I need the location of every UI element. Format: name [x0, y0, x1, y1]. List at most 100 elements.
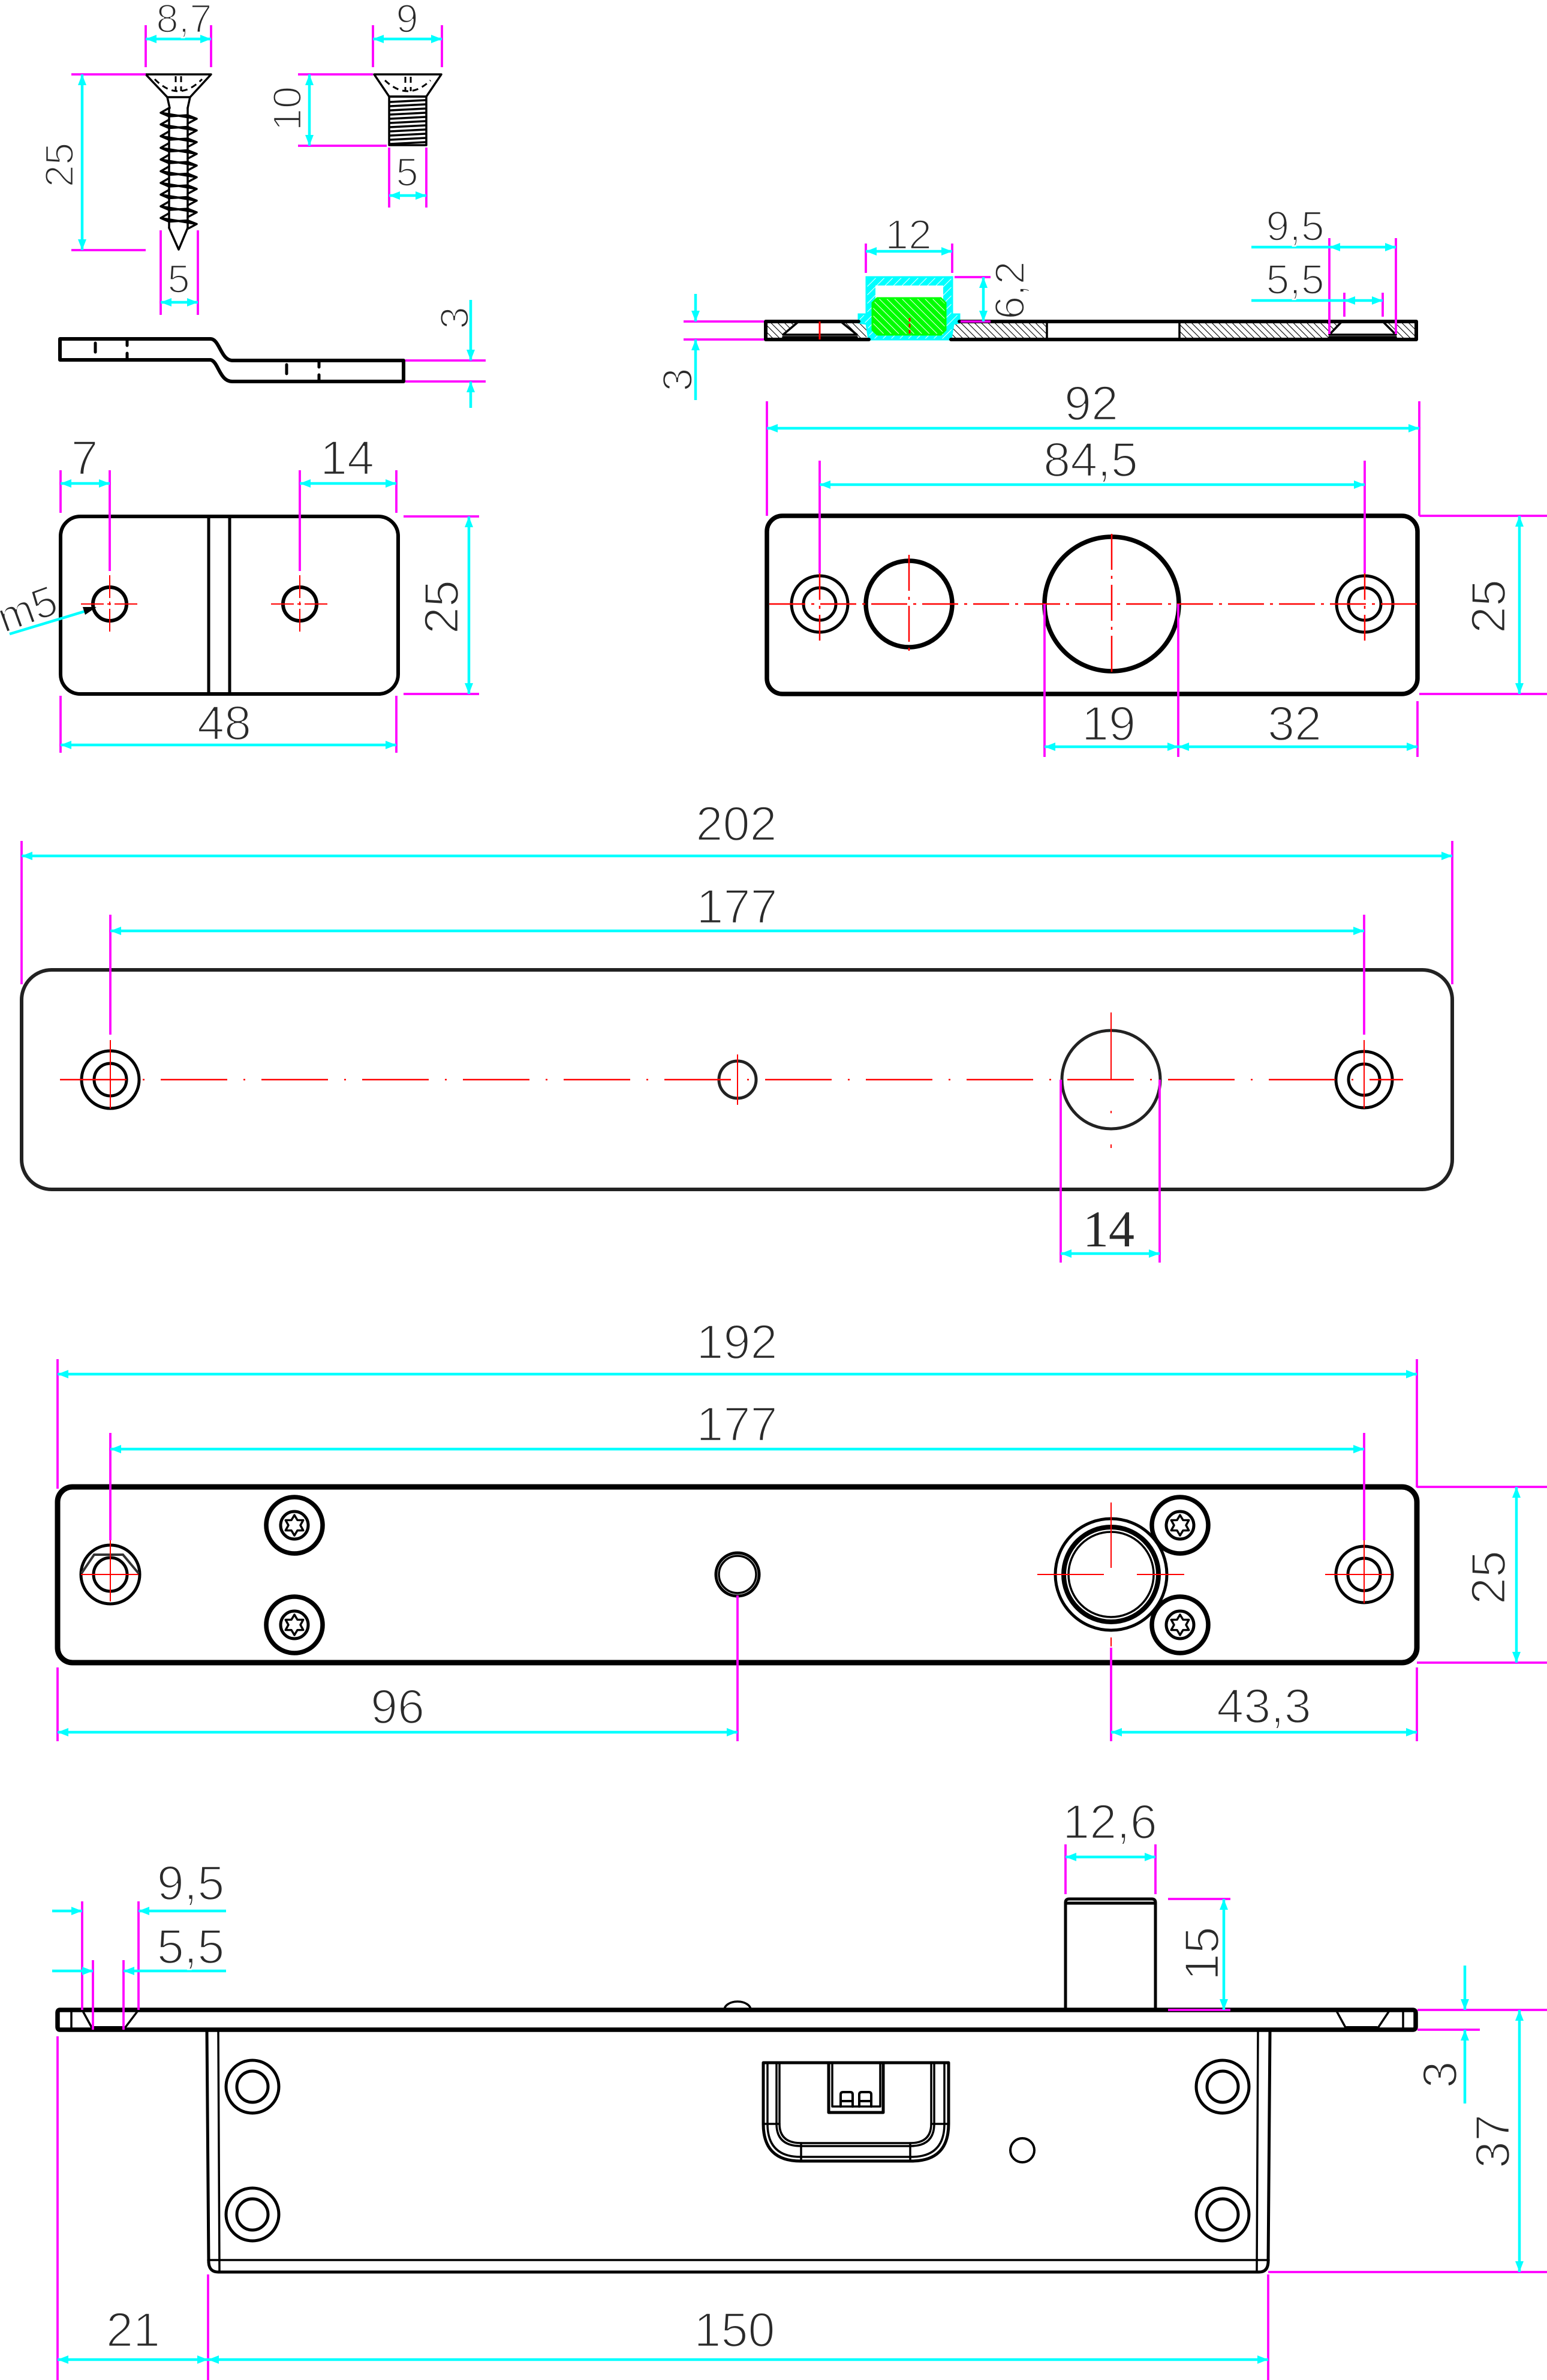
dim-label-countersink-diameter: 9,5 — [1266, 203, 1324, 250]
screw-head-recess — [154, 76, 203, 92]
plate-outline — [20, 968, 1454, 1191]
extension-line — [59, 470, 111, 571]
wood-screw-view: 8,7 25 5 — [37, 0, 213, 315]
screw-thread — [389, 99, 426, 145]
strike-section-view: 12 6,2 9,5 5,5 3 — [654, 202, 1418, 400]
screw-tip — [168, 227, 189, 251]
countersink-right — [1335, 2009, 1391, 2031]
dim-label-length: 202 — [696, 797, 776, 851]
dim-label-thread-diameter: 5 — [396, 150, 418, 195]
dim-label-bolt-hole-diameter: 14 — [1083, 1200, 1134, 1258]
dim-label-hole-diameter: 5,5 — [1266, 256, 1324, 303]
machine-screw-view: 9 10 5 — [264, 0, 443, 208]
screw-head-recess — [384, 77, 432, 92]
dim-label-hole-diameter: 5,5 — [157, 1920, 225, 1974]
dim-label-length: 92 — [1064, 377, 1118, 431]
dim-label-bolt-hole-diameter: 19 — [1082, 697, 1136, 751]
dim-label-length: 192 — [696, 1315, 777, 1369]
mounting-hole-outer — [224, 2186, 281, 2243]
mounting-hole-outer — [1194, 2059, 1251, 2115]
dim-label-height: 25 — [1462, 1550, 1516, 1604]
dim-label-housing-height: 6,2 — [986, 261, 1033, 319]
mounting-hole-outer — [1194, 2186, 1251, 2243]
extension-line — [92, 1960, 125, 2030]
dim-label-plate-thickness: 3 — [654, 368, 701, 392]
leader-line — [9, 609, 86, 636]
bolt-section — [871, 297, 947, 336]
center-line — [769, 534, 1420, 678]
faceplate-end-lines — [70, 2009, 1404, 2031]
faceplate-outline — [55, 2008, 1418, 2032]
dim-label-center-hole-offset: 96 — [371, 1680, 425, 1734]
extension-line — [405, 359, 486, 383]
extension-line — [1419, 515, 1547, 695]
extension-line — [298, 73, 387, 147]
dim-label-hole-spacing: 84,5 — [1043, 433, 1138, 487]
dim-label-thread-diameter: 5 — [167, 257, 189, 302]
section-hatch — [952, 321, 1047, 339]
connector-pins — [839, 2091, 872, 2108]
extension-line — [145, 25, 212, 67]
extension-line — [1417, 1486, 1547, 1664]
torx-screw — [1152, 1497, 1208, 1553]
dim-label-body-offset: 21 — [106, 2303, 160, 2357]
center-hole-bump — [723, 2000, 752, 2011]
dim-label-thickness: 3 — [432, 306, 477, 329]
dim-label-bolt-projection: 15 — [1175, 1927, 1229, 1981]
lock-body-outline — [205, 2028, 1272, 2274]
dim-label-bolt-hole-edge-offset: 32 — [1268, 697, 1322, 751]
countersink-left — [81, 2009, 140, 2031]
extension-line — [818, 461, 1366, 573]
extension-line — [1064, 1844, 1157, 1894]
extension-line — [1417, 2009, 1547, 2031]
leader-arrow — [83, 607, 97, 615]
dim-label-body-depth: 37 — [1466, 2114, 1520, 2168]
lock-body-inner-lines — [207, 2029, 1270, 2273]
screw-head — [145, 73, 212, 98]
cover-plate-view: 202 177 14 — [20, 797, 1454, 1263]
strike-plate-top-view: 92 84,5 25 19 32 — [765, 376, 1547, 757]
bolt — [1064, 1897, 1157, 2012]
bracket-top-view: 7 14 25 48 m5 — [0, 431, 479, 753]
connector-housing — [827, 2061, 885, 2114]
mounting-hole-inner — [1205, 2069, 1240, 2104]
section-hatch — [1179, 321, 1342, 339]
extension-line — [1060, 1080, 1161, 1263]
thread-callout: m5 — [0, 576, 64, 642]
dim-label-height: 25 — [415, 580, 469, 634]
center-line — [110, 1012, 1365, 1148]
dim-label-right-hole-offset: 14 — [320, 431, 374, 485]
screw-shank — [388, 95, 428, 146]
extension-line — [372, 25, 443, 67]
hidden-hole-lines — [94, 337, 321, 383]
dim-label-hole-spacing: 177 — [696, 880, 777, 934]
mounting-hole-outer — [224, 2059, 281, 2115]
mounting-hole-inner — [235, 2197, 270, 2232]
screw-thread — [159, 107, 198, 230]
latch-window-seams — [762, 2123, 950, 2162]
dim-label-bolt-diameter: 12,6 — [1063, 1795, 1157, 1849]
torx-screw — [1152, 1597, 1208, 1653]
connector-inner — [831, 2062, 881, 2108]
extension-line — [1343, 293, 1384, 317]
extension-line — [56, 1359, 1418, 1489]
dim-label-bolt-edge-offset: 43,3 — [1217, 1679, 1311, 1733]
dim-label-length: 25 — [37, 143, 82, 188]
extension-line — [766, 401, 1420, 516]
center-mark — [81, 1502, 1391, 1646]
center-hole-inner — [718, 1555, 757, 1594]
dim-label-head-diameter: 8,7 — [156, 0, 212, 41]
section-hatch — [766, 321, 799, 339]
lock-body-side-view: 9,5 5,5 12,6 15 3 37 21 150 — [52, 1795, 1547, 2380]
center-hole-outer — [714, 1551, 761, 1598]
plate-outline — [765, 513, 1420, 696]
latch-window-outer — [762, 2061, 950, 2163]
bend-lines — [207, 515, 231, 696]
dim-label-hole-spacing: 177 — [696, 1398, 777, 1452]
dim-label-faceplate-thickness: 3 — [1413, 2061, 1467, 2088]
extension-line — [299, 470, 398, 571]
mounting-hole-inner — [1205, 2197, 1240, 2232]
dim-label-body-length: 150 — [694, 2303, 775, 2357]
screw-neck — [166, 96, 191, 109]
